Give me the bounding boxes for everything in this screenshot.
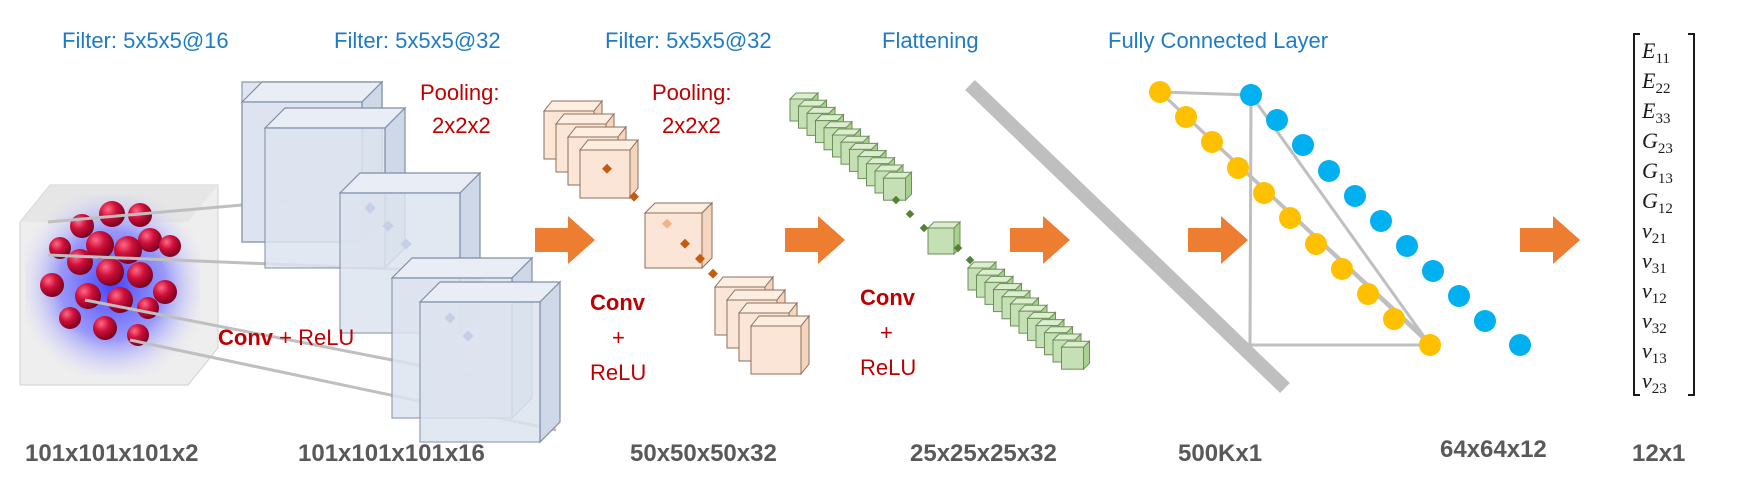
- conv1-feature-maps: [240, 80, 562, 444]
- right-bracket: [1688, 33, 1695, 396]
- output-entry: ν23: [1642, 368, 1667, 397]
- pooling-label-1a: Pooling:: [420, 80, 500, 105]
- flow-arrow-1: [535, 216, 595, 264]
- filter-label-2: Filter: 5x5x5@32: [334, 28, 501, 53]
- conv-label-1-rest: + ReLU: [273, 325, 354, 350]
- pooling-label-2b: 2x2x2: [662, 113, 721, 138]
- flow-arrow-2: [785, 216, 845, 264]
- dim-label-3: 50x50x50x32: [630, 440, 777, 467]
- output-entry: ν21: [1642, 218, 1667, 247]
- conv-label-2b: +: [612, 325, 625, 350]
- dim-label-2: 101x101x101x16: [298, 440, 485, 467]
- conv3-feature-maps: [788, 91, 1091, 371]
- svg-text:Conv + ReLU: Conv + ReLU: [218, 325, 354, 350]
- flattened-vector: [965, 79, 1290, 394]
- fully-connected-layer: [1149, 81, 1531, 356]
- dim-label-6: 64x64x12: [1440, 436, 1547, 463]
- conv-label-1-bold: Conv: [218, 325, 274, 350]
- filter-label-1: Filter: 5x5x5@16: [62, 28, 229, 53]
- flow-arrow-3: [1010, 216, 1070, 264]
- output-entry: ν12: [1642, 278, 1667, 307]
- pooling-label-2a: Pooling:: [652, 80, 732, 105]
- flattening-label: Flattening: [882, 28, 979, 53]
- dim-label-1: 101x101x101x2: [25, 440, 199, 467]
- output-entry: ν13: [1642, 338, 1667, 367]
- fc-output-nodes: [1240, 84, 1531, 356]
- flow-arrow-4: [1188, 216, 1248, 264]
- output-entry: G12: [1642, 188, 1673, 217]
- output-entry: G13: [1642, 158, 1673, 187]
- pooling-marker: [905, 209, 915, 219]
- conv-label-3b: +: [880, 320, 893, 345]
- pooling-marker: [965, 255, 975, 265]
- conv-label-2c: ReLU: [590, 360, 646, 385]
- fc-layer-label: Fully Connected Layer: [1108, 28, 1328, 53]
- feature-cube: [882, 170, 913, 202]
- output-entry: E33: [1641, 98, 1670, 127]
- input-volume: [19, 184, 557, 432]
- pooling-marker: [919, 223, 929, 233]
- fc-input-nodes: [1149, 81, 1441, 356]
- output-entry: G23: [1642, 128, 1673, 157]
- output-entry: ν32: [1642, 308, 1667, 337]
- conv-label-3c: ReLU: [860, 355, 916, 380]
- flow-arrow-5: [1520, 216, 1580, 264]
- conv2-feature-maps: [542, 99, 811, 376]
- filter-label-3: Filter: 5x5x5@32: [605, 28, 772, 53]
- conv-label-3a: Conv: [860, 285, 916, 310]
- pooling-label-1b: 2x2x2: [432, 113, 491, 138]
- output-entry: E11: [1641, 38, 1670, 67]
- output-entry: E22: [1641, 68, 1670, 97]
- output-entry: ν31: [1642, 248, 1667, 277]
- dim-label-5: 500Kx1: [1178, 440, 1262, 467]
- feature-cube: [926, 220, 962, 256]
- left-bracket: [1633, 33, 1640, 396]
- conv-label-2a: Conv: [590, 290, 646, 315]
- dim-label-7: 12x1: [1632, 440, 1685, 467]
- feature-cube: [1060, 339, 1091, 371]
- dim-label-4: 25x25x25x32: [910, 440, 1057, 467]
